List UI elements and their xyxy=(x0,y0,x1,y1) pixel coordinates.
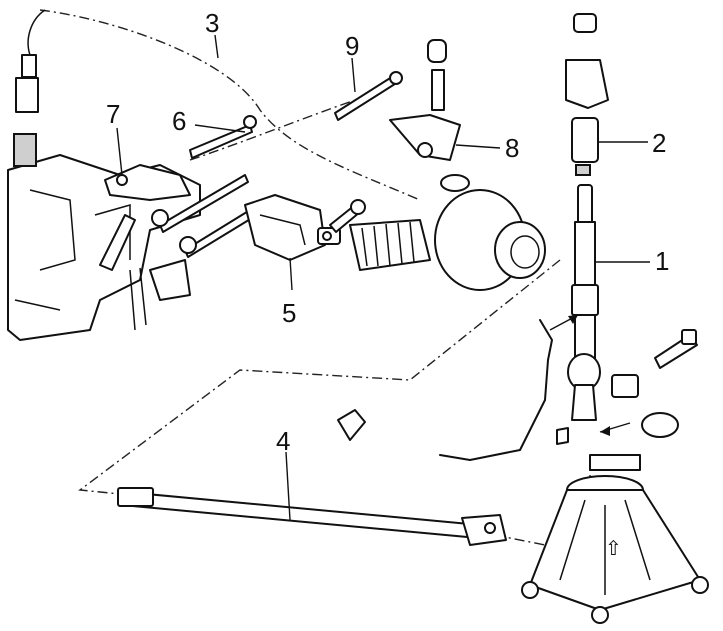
shift-knob-part-2 xyxy=(565,13,609,176)
callout-9: 9 xyxy=(345,31,359,61)
lever-part-8 xyxy=(389,39,470,192)
shift-base: ⇧ xyxy=(521,475,709,624)
callout-1: 1 xyxy=(655,246,669,276)
callout-3: 3 xyxy=(205,8,219,38)
bolt-near-mount xyxy=(329,199,366,233)
callout-labels: 1 2 3 4 5 6 7 8 9 xyxy=(106,8,669,456)
rubber-boot xyxy=(349,219,431,271)
callout-8: 8 xyxy=(505,133,519,163)
sensor-cable xyxy=(13,9,46,167)
linkage-arm xyxy=(99,214,191,331)
callout-6: 6 xyxy=(172,106,186,136)
small-parts xyxy=(337,319,641,471)
linkage-bar-part-4 xyxy=(117,487,507,546)
pin-part-9 xyxy=(334,71,403,121)
direction-arrows xyxy=(549,314,631,436)
bolt-right xyxy=(611,329,698,438)
rods-part-6 xyxy=(151,115,257,258)
bracket-part-7 xyxy=(104,164,191,201)
callout-4: 4 xyxy=(276,426,290,456)
mount-part-5 xyxy=(244,194,341,261)
shift-housing-cover xyxy=(434,189,546,291)
arrow-mark-icon: ⇧ xyxy=(605,538,622,560)
callout-leaders xyxy=(116,34,650,521)
shift-lever-part-1 xyxy=(567,184,601,421)
callout-7: 7 xyxy=(106,99,120,129)
callout-5: 5 xyxy=(282,298,296,328)
callout-2: 2 xyxy=(652,128,666,158)
